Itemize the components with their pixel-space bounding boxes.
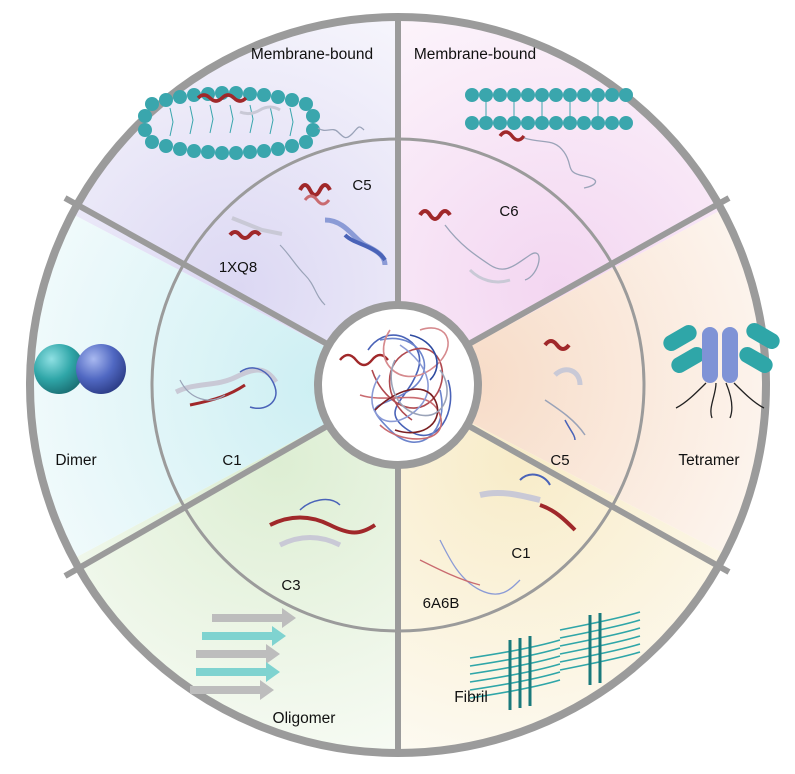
oligomer-illustration — [190, 608, 296, 700]
dimer-illustration — [34, 344, 126, 394]
label-6a6b: 6A6B — [423, 595, 460, 612]
membrane-bilayer-right-illustration — [465, 88, 633, 189]
label-c6: C6 — [499, 203, 518, 220]
structure-c6-membrane-right — [418, 209, 540, 284]
label-oligomer: Oligomer — [273, 710, 336, 727]
structure-c3 — [269, 498, 377, 548]
tetramer-illustration — [663, 323, 780, 419]
label-fibril: Fibril — [454, 689, 488, 706]
label-tetramer: Tetramer — [678, 452, 739, 469]
label-c3: C3 — [281, 577, 300, 594]
label-dimer: Dimer — [55, 452, 96, 469]
label-c5-top: C5 — [352, 177, 371, 194]
label-1xq8: 1XQ8 — [219, 259, 257, 276]
ensemble-structure-illustration — [339, 327, 452, 443]
structure-c5-membrane-left — [228, 183, 388, 306]
label-c5-right: C5 — [550, 452, 569, 469]
label-membrane-bound-right: Membrane-bound — [414, 46, 536, 63]
label-membrane-bound-left: Membrane-bound — [251, 46, 373, 63]
membrane-bilayer-left-illustration — [138, 86, 365, 160]
sector-dividers — [63, 17, 731, 753]
sector-tetramer — [398, 170, 766, 590]
structure-c1-bottom-right — [419, 473, 577, 595]
outer-ring — [26, 13, 770, 757]
structure-c1-left — [174, 367, 279, 409]
middle-ring — [150, 137, 646, 633]
label-c1-left: C1 — [222, 452, 241, 469]
fibril-illustration — [469, 611, 641, 710]
label-c1-bottom: C1 — [511, 545, 530, 562]
structure-c5-right — [543, 339, 586, 441]
center-disc — [314, 301, 482, 469]
